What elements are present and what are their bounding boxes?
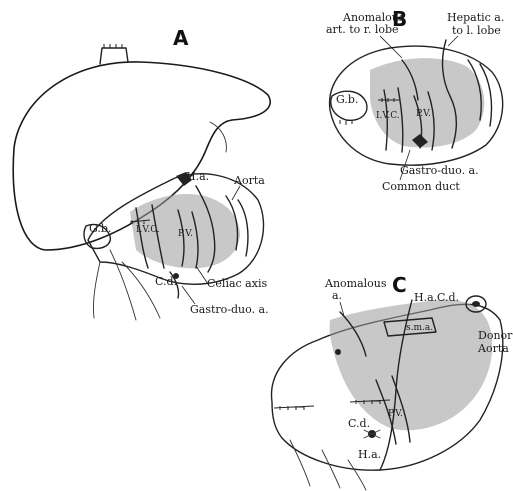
panel-c-label-sma: s.m.a. (406, 323, 433, 333)
panel-b-label-anomalous-2: art. to r. lobe (326, 23, 399, 36)
panel-c-label-ha-top: H.a. (414, 291, 437, 304)
panel-c-anomalous-clip (335, 349, 341, 355)
panel-a: A H.a. Aorta G.b. I.V.C. P.V. Celiac axi… (13, 26, 270, 320)
panel-b-label-pv: P.V. (416, 109, 431, 119)
panel-c-label-donor-aorta: Aorta (477, 342, 509, 355)
panel-c-letter: C (392, 273, 407, 297)
panel-b-label-gastroduo: Gastro-duo. a. (400, 164, 479, 177)
panel-c-label-anomalous-2: a. (332, 289, 342, 302)
panel-b-leader-hepatic (448, 36, 458, 46)
panel-c-label-cd-top: C.d. (437, 291, 459, 304)
panel-a-label-ha: H.a. (186, 170, 209, 183)
panel-a-label-gb: G.b. (89, 222, 111, 235)
panel-b-label-hepatic-2: to l. lobe (452, 24, 501, 37)
panel-a-label-cd: C.d. (155, 275, 177, 288)
panel-c-label-ha-bottom: H.a. (358, 448, 381, 461)
panel-a-label-gastroduo: Gastro-duo. a. (190, 303, 269, 316)
panel-b-label-gb: G.b. (336, 93, 358, 106)
panel-a-leader-gastroduo (182, 286, 195, 304)
panel-a-leader-celiac (196, 266, 208, 284)
panel-a-label-pv: P.V. (178, 229, 193, 239)
panel-b-label-ivc: I.V.C. (376, 111, 400, 121)
panel-a-label-ivc: I.V.C. (136, 225, 160, 235)
panel-b-label-hepatic-1: Hepatic a. (447, 11, 504, 24)
panel-c-left-suture (274, 406, 314, 410)
panel-a-label-celiac: Celiac axis (207, 277, 267, 290)
panel-a-leader-aorta (232, 186, 240, 200)
panel-a-lower-tissue (93, 250, 160, 320)
panel-a-label-aorta: Aorta (233, 174, 265, 187)
panel-a-letter: A (173, 26, 189, 50)
panel-c: C Anomalous a. H.a. C.d. s.m.a. Donor Ao… (272, 273, 513, 490)
panel-b: B Anomalous art. to r. lobe Hepatic a. t… (326, 7, 504, 193)
panel-c-donor-aorta-lumen (472, 301, 480, 307)
panel-c-label-pv: P.V. (388, 409, 403, 419)
panel-c-lower-tissue (290, 440, 366, 490)
panel-c-label-cd-bottom: C.d. (348, 417, 370, 430)
panel-c-label-donor: Donor (478, 329, 513, 342)
panel-b-label-common-duct: Common duct (382, 180, 460, 193)
